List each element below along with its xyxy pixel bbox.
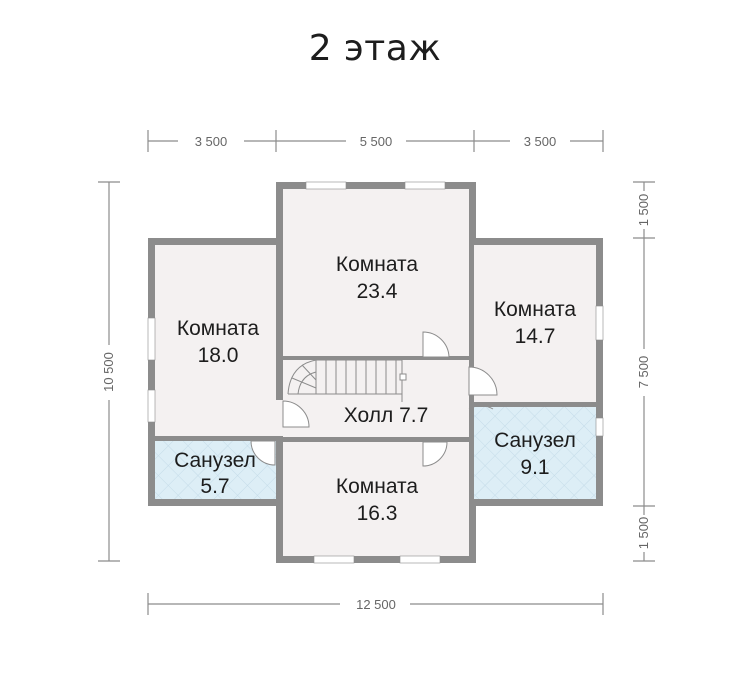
room-fill-center-top [283,189,469,357]
dimension-bottom [147,593,604,615]
room-fill-center-bottom [283,442,469,556]
dim-right-bottom: 1 500 [636,517,651,550]
hall-label: Холл 7.7 [344,404,429,427]
room-area-left: 18.0 [198,344,239,367]
dim-bottom: 12 500 [356,597,396,612]
room-label-right: Комната [494,298,577,321]
bath-fill-right [474,407,596,499]
dim-top-right: 3 500 [524,134,557,149]
dim-right-middle: 7 500 [636,356,651,389]
room-fill-left [155,245,276,436]
floor-title: 2 этаж [308,28,442,69]
room-area-center-bottom: 16.3 [357,502,398,525]
dim-right-top: 1 500 [636,194,651,227]
dim-top-left: 3 500 [195,134,228,149]
room-fill-hall-connector [276,400,283,436]
dim-top-center: 5 500 [360,134,393,149]
dimension-top [147,130,604,152]
room-area-center-top: 23.4 [357,280,398,303]
staircase [287,359,407,402]
room-label-left: Комната [177,317,260,340]
room-label-center-top: Комната [336,253,419,276]
bath-label-right: Санузел [494,429,576,452]
windows [147,181,604,564]
dim-left: 10 500 [101,352,116,392]
bath-area-right: 9.1 [520,456,549,479]
bath-area-left: 5.7 [200,475,229,498]
doors [250,331,498,467]
dimension-right [633,181,655,562]
bath-label-left: Санузел [174,449,256,472]
dimension-left [98,181,120,562]
room-area-right: 14.7 [515,325,556,348]
interior-walls [155,238,596,506]
room-label-center-bottom: Комната [336,475,419,498]
room-fill-right [474,245,596,402]
